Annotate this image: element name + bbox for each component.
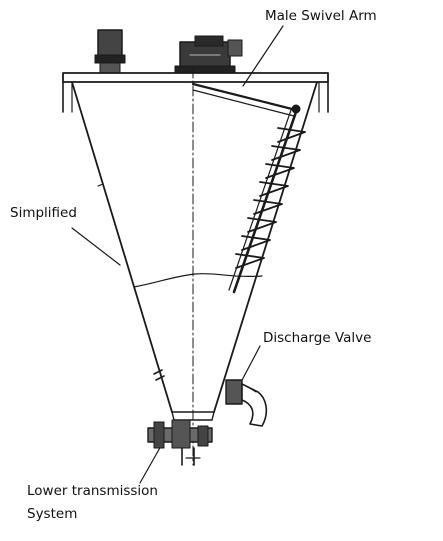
- left-motor: [95, 30, 125, 73]
- label-lower-transmission-line2: System: [27, 506, 78, 522]
- swivel-arm: [193, 84, 300, 116]
- label-discharge-valve: Discharge Valve: [263, 330, 372, 346]
- cone-body: [72, 82, 317, 420]
- label-lower-transmission-line1: Lower transmission: [27, 483, 158, 499]
- screw-auger: [229, 110, 305, 292]
- label-male-swivel-arm: Male Swivel Arm: [265, 8, 377, 24]
- label-simplified: Simplified: [10, 205, 77, 221]
- top-cover: [63, 73, 328, 112]
- lower-transmission: [148, 420, 212, 465]
- material-level-curve: [134, 274, 262, 287]
- discharge-valve: [226, 380, 266, 426]
- top-drive-unit: [175, 36, 242, 76]
- leader-lines: [72, 26, 283, 483]
